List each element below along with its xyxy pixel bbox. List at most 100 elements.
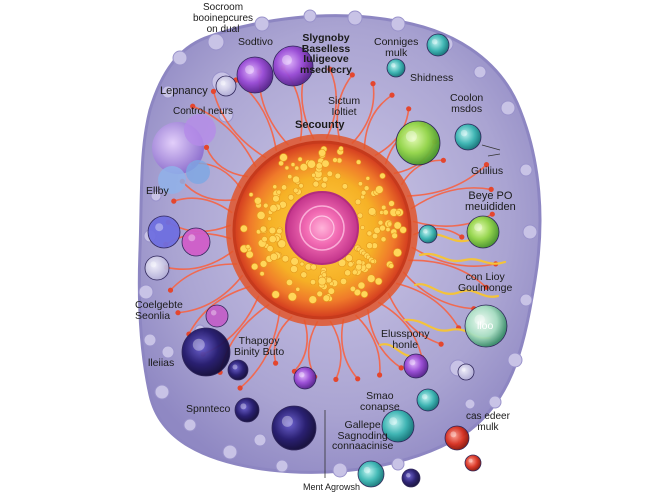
granule — [240, 224, 248, 233]
granule — [277, 239, 287, 249]
granule — [263, 202, 269, 209]
filament — [177, 275, 243, 314]
filament-tip — [459, 234, 465, 240]
filament-tip — [171, 198, 177, 204]
granule — [292, 175, 300, 184]
filament — [351, 82, 375, 144]
green-organelle — [395, 120, 441, 166]
granule — [347, 261, 354, 268]
red-organelle — [444, 425, 470, 451]
label-coolon: Coolon msdos — [450, 92, 484, 115]
granule — [279, 153, 288, 162]
vesicle — [222, 444, 238, 460]
dark-organelle — [401, 468, 421, 488]
granule — [379, 224, 386, 232]
vesicle — [519, 163, 533, 177]
granule — [307, 159, 316, 169]
violet-organelle-highlight — [245, 65, 255, 75]
filament-tip — [273, 360, 279, 366]
pale-organelle-highlight — [461, 367, 466, 372]
vesicle — [332, 462, 348, 478]
filament-tip — [438, 341, 444, 347]
label-sodtivo: Sodtivo — [238, 36, 274, 48]
granule — [281, 184, 288, 191]
vesicle — [507, 352, 523, 368]
filament — [401, 159, 445, 185]
filament-tip — [203, 144, 210, 150]
filament — [406, 163, 488, 197]
filament-tip — [210, 88, 217, 94]
green-organelle-highlight — [474, 223, 483, 232]
dark-organelle-highlight — [240, 403, 247, 410]
label-lleiias: lleiias — [148, 357, 175, 369]
label-guilius: Guilius — [471, 165, 504, 177]
filament — [165, 250, 234, 271]
label-ellby: Ellby — [146, 185, 169, 197]
filament — [205, 146, 248, 178]
teal-organelle — [416, 388, 440, 412]
granule — [360, 190, 367, 196]
granule — [321, 272, 327, 278]
filament — [181, 180, 236, 202]
filament-tip — [175, 310, 181, 316]
vesicle — [218, 107, 234, 123]
teal-organelle — [418, 224, 438, 244]
violet-organelle-highlight — [298, 371, 305, 378]
granule — [341, 183, 349, 190]
filament — [169, 263, 238, 291]
dark-organelle-highlight — [281, 415, 293, 427]
filament-tip — [489, 211, 495, 217]
dark-organelle-highlight — [406, 473, 411, 478]
label-slygnoby: Slygnoby Baselless Iuligeove msedlecry — [300, 32, 352, 76]
filament-tip — [377, 372, 383, 378]
label-smao: Smao conapse — [360, 390, 400, 413]
granule — [268, 226, 277, 235]
filament — [239, 310, 281, 389]
granule — [254, 197, 262, 205]
label-top-title: Socroom booinepcures on dual — [193, 2, 254, 35]
vesicle — [150, 190, 162, 202]
granule — [367, 274, 376, 283]
label-lepnancy: Lepnancy — [160, 85, 208, 97]
vesicle — [183, 418, 197, 432]
granule — [308, 295, 317, 304]
granule — [365, 176, 371, 181]
granule — [357, 281, 366, 290]
teal-organelle — [426, 33, 450, 57]
vesicle — [390, 16, 406, 32]
granule — [325, 277, 333, 284]
granule — [317, 276, 327, 286]
teal-organelle — [357, 460, 385, 488]
filament — [363, 94, 393, 150]
granule — [290, 265, 298, 273]
label-lloo: lloo — [477, 320, 494, 332]
pale-green-organelle-highlight — [474, 314, 485, 325]
vesicle — [500, 100, 516, 116]
vesicle — [161, 85, 175, 99]
granule — [370, 258, 376, 264]
granule — [287, 194, 295, 201]
filament — [410, 187, 492, 210]
granule — [272, 184, 278, 190]
granule — [318, 148, 326, 157]
pale-organelle — [144, 255, 170, 281]
nucleolus — [285, 191, 359, 265]
granule — [287, 174, 293, 180]
green-organelle-highlight — [405, 130, 417, 142]
label-con-lioy: con Lioy Goulmonge — [458, 271, 513, 294]
label-beye-po: Beye PO meuididen — [465, 190, 516, 213]
label-sictum: Sictum Ioltiet — [328, 95, 361, 118]
granule — [281, 255, 290, 263]
granule — [385, 227, 391, 233]
granule — [379, 172, 386, 179]
granule — [320, 182, 328, 189]
teal-organelle-highlight — [391, 63, 396, 68]
teal-organelle-highlight — [431, 38, 438, 45]
violet-organelle-highlight — [282, 55, 292, 65]
granule — [298, 183, 304, 189]
granule — [338, 146, 344, 152]
granule — [326, 170, 333, 177]
teal-organelle — [386, 58, 406, 78]
filament — [402, 271, 475, 310]
